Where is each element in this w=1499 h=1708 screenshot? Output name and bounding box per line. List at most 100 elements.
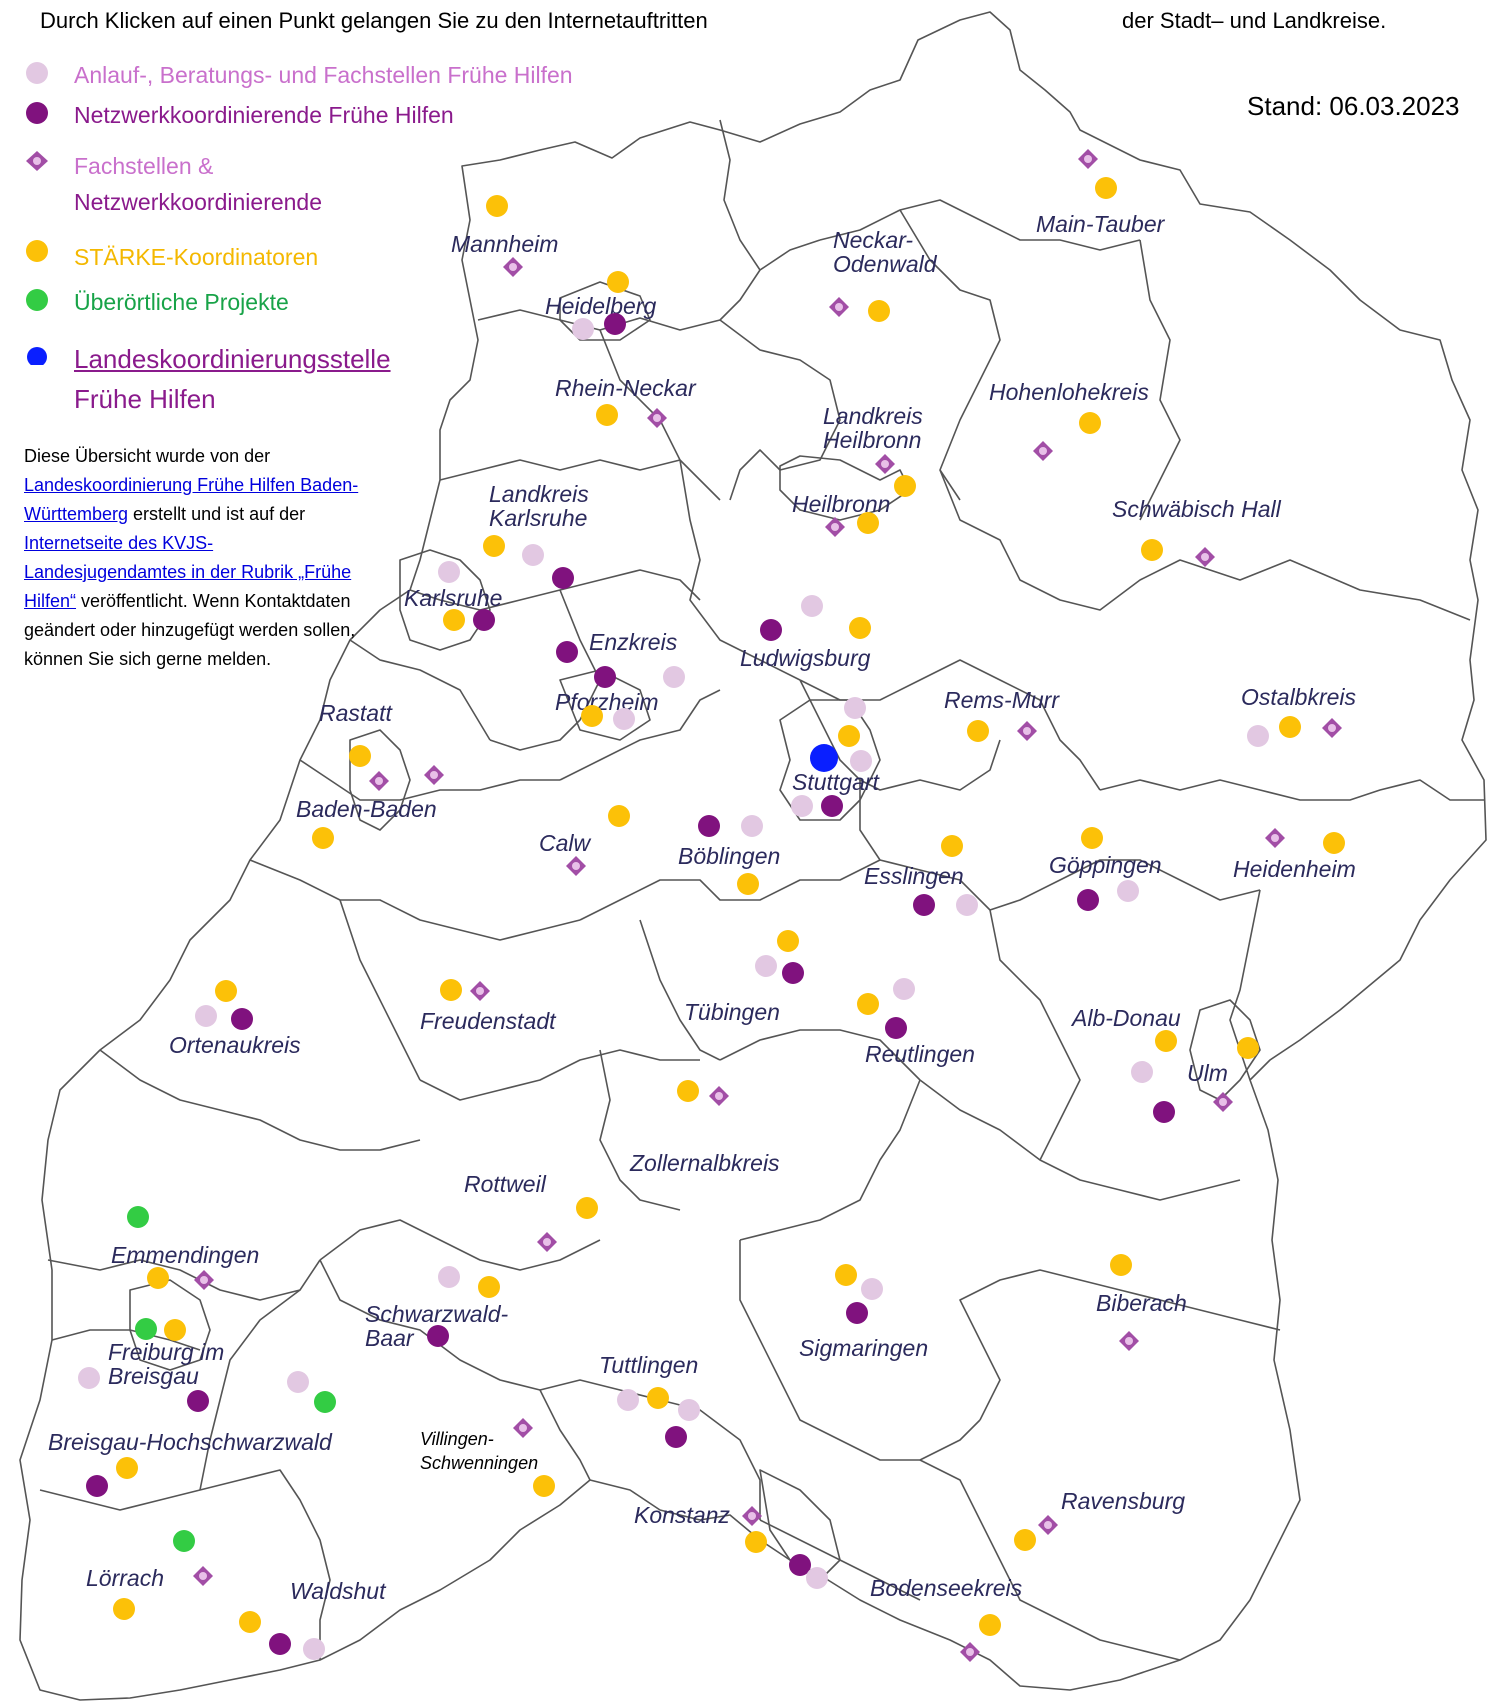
fachstelle-netzwerk-marker[interactable] xyxy=(536,1231,558,1253)
netzwerk-marker[interactable] xyxy=(698,815,720,837)
landeskoordinierung-link-info[interactable]: Landeskoordinierung Frühe Hilfen Baden-W… xyxy=(24,475,359,524)
fachstelle-netzwerk-marker[interactable] xyxy=(423,764,445,786)
staerke-marker[interactable] xyxy=(857,512,879,534)
staerke-marker[interactable] xyxy=(1155,1030,1177,1052)
staerke-marker[interactable] xyxy=(483,535,505,557)
staerke-marker[interactable] xyxy=(116,1457,138,1479)
anlauf-marker[interactable] xyxy=(850,750,872,772)
staerke-marker[interactable] xyxy=(647,1387,669,1409)
staerke-marker[interactable] xyxy=(443,609,465,631)
netzwerk-marker[interactable] xyxy=(665,1426,687,1448)
netzwerk-marker[interactable] xyxy=(1153,1101,1175,1123)
staerke-marker[interactable] xyxy=(777,930,799,952)
fachstelle-netzwerk-marker[interactable] xyxy=(565,855,587,877)
netzwerk-marker[interactable] xyxy=(782,962,804,984)
anlauf-marker[interactable] xyxy=(1117,880,1139,902)
netzwerk-marker[interactable] xyxy=(231,1008,253,1030)
staerke-marker[interactable] xyxy=(967,720,989,742)
staerke-marker[interactable] xyxy=(349,745,371,767)
anlauf-marker[interactable] xyxy=(195,1005,217,1027)
staerke-marker[interactable] xyxy=(312,827,334,849)
staerke-marker[interactable] xyxy=(164,1319,186,1341)
staerke-marker[interactable] xyxy=(979,1614,1001,1636)
fachstelle-netzwerk-marker[interactable] xyxy=(1321,717,1343,739)
ueberoertlich-marker[interactable] xyxy=(173,1530,195,1552)
staerke-marker[interactable] xyxy=(941,835,963,857)
staerke-marker[interactable] xyxy=(239,1611,261,1633)
netzwerk-marker[interactable] xyxy=(594,666,616,688)
fachstelle-netzwerk-marker[interactable] xyxy=(646,407,668,429)
staerke-marker[interactable] xyxy=(533,1475,555,1497)
netzwerk-marker[interactable] xyxy=(556,641,578,663)
fachstelle-netzwerk-marker[interactable] xyxy=(1037,1514,1059,1536)
netzwerk-marker[interactable] xyxy=(427,1325,449,1347)
anlauf-marker[interactable] xyxy=(663,666,685,688)
staerke-marker[interactable] xyxy=(868,300,890,322)
netzwerk-marker[interactable] xyxy=(789,1554,811,1576)
anlauf-marker[interactable] xyxy=(791,795,813,817)
staerke-marker[interactable] xyxy=(1079,412,1101,434)
staerke-marker[interactable] xyxy=(857,993,879,1015)
anlauf-marker[interactable] xyxy=(287,1371,309,1393)
anlauf-marker[interactable] xyxy=(861,1278,883,1300)
fachstelle-netzwerk-marker[interactable] xyxy=(193,1269,215,1291)
ueberoertlich-marker[interactable] xyxy=(135,1318,157,1340)
ueberoertlich-marker[interactable] xyxy=(314,1391,336,1413)
fachstelle-netzwerk-marker[interactable] xyxy=(1032,440,1054,462)
anlauf-marker[interactable] xyxy=(572,318,594,340)
anlauf-marker[interactable] xyxy=(741,815,763,837)
staerke-marker[interactable] xyxy=(1081,827,1103,849)
staerke-marker[interactable] xyxy=(440,979,462,1001)
staerke-marker[interactable] xyxy=(486,195,508,217)
netzwerk-marker[interactable] xyxy=(187,1390,209,1412)
netzwerk-marker[interactable] xyxy=(269,1633,291,1655)
anlauf-marker[interactable] xyxy=(1131,1061,1153,1083)
anlauf-marker[interactable] xyxy=(303,1638,325,1660)
anlauf-marker[interactable] xyxy=(1247,725,1269,747)
staerke-marker[interactable] xyxy=(745,1531,767,1553)
anlauf-marker[interactable] xyxy=(438,1266,460,1288)
fachstelle-netzwerk-marker[interactable] xyxy=(741,1505,763,1527)
netzwerk-marker[interactable] xyxy=(846,1302,868,1324)
anlauf-marker[interactable] xyxy=(844,697,866,719)
anlauf-marker[interactable] xyxy=(78,1367,100,1389)
anlauf-marker[interactable] xyxy=(893,978,915,1000)
fachstelle-netzwerk-marker[interactable] xyxy=(469,980,491,1002)
fachstelle-netzwerk-marker[interactable] xyxy=(512,1417,534,1439)
staerke-marker[interactable] xyxy=(147,1267,169,1289)
fachstelle-netzwerk-marker[interactable] xyxy=(1118,1330,1140,1352)
staerke-marker[interactable] xyxy=(1323,832,1345,854)
anlauf-marker[interactable] xyxy=(617,1389,639,1411)
fachstelle-netzwerk-marker[interactable] xyxy=(824,516,846,538)
anlauf-marker[interactable] xyxy=(806,1567,828,1589)
anlauf-marker[interactable] xyxy=(438,561,460,583)
netzwerk-marker[interactable] xyxy=(1077,889,1099,911)
netzwerk-marker[interactable] xyxy=(821,795,843,817)
staerke-marker[interactable] xyxy=(1237,1037,1259,1059)
fachstelle-netzwerk-marker[interactable] xyxy=(1194,546,1216,568)
staerke-marker[interactable] xyxy=(607,271,629,293)
staerke-marker[interactable] xyxy=(1279,716,1301,738)
staerke-marker[interactable] xyxy=(576,1197,598,1219)
staerke-marker[interactable] xyxy=(1095,177,1117,199)
ueberoertlich-marker[interactable] xyxy=(127,1206,149,1228)
anlauf-marker[interactable] xyxy=(678,1399,700,1421)
staerke-marker[interactable] xyxy=(849,617,871,639)
fachstelle-netzwerk-marker[interactable] xyxy=(1016,720,1038,742)
netzwerk-marker[interactable] xyxy=(473,609,495,631)
staerke-marker[interactable] xyxy=(894,475,916,497)
anlauf-marker[interactable] xyxy=(522,544,544,566)
landeskoordinierung-link[interactable]: Landeskoordinierungsstelle xyxy=(74,344,391,374)
staerke-marker[interactable] xyxy=(737,873,759,895)
anlauf-marker[interactable] xyxy=(956,894,978,916)
netzwerk-marker[interactable] xyxy=(86,1475,108,1497)
fachstelle-netzwerk-marker[interactable] xyxy=(828,296,850,318)
fachstelle-netzwerk-marker[interactable] xyxy=(1212,1091,1234,1113)
netzwerk-marker[interactable] xyxy=(760,619,782,641)
staerke-marker[interactable] xyxy=(581,705,603,727)
fachstelle-netzwerk-marker[interactable] xyxy=(1264,827,1286,849)
legend-item-landeskoordinierung[interactable]: Landeskoordinierungsstelle Frühe Hilfen xyxy=(24,339,391,419)
fachstelle-netzwerk-marker[interactable] xyxy=(959,1641,981,1663)
staerke-marker[interactable] xyxy=(478,1276,500,1298)
staerke-marker[interactable] xyxy=(677,1080,699,1102)
